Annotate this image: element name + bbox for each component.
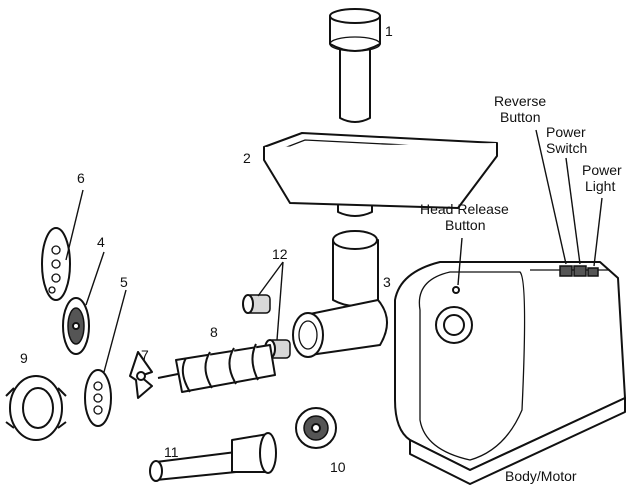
sausage-nozzle bbox=[149, 432, 277, 482]
label-body-motor: Body/Motor bbox=[505, 468, 577, 484]
label-part-5: 5 bbox=[120, 274, 128, 290]
auger-screw bbox=[157, 343, 276, 393]
coarse-cutting-plate bbox=[41, 227, 71, 301]
label-head-release-1: Head Release bbox=[420, 201, 509, 217]
label-power-switch-1: Power bbox=[546, 124, 586, 140]
food-pusher bbox=[329, 8, 381, 123]
grinder-head bbox=[292, 230, 388, 358]
label-part-6: 6 bbox=[77, 170, 85, 186]
power-switch[interactable] bbox=[573, 265, 587, 277]
label-head-release-2: Button bbox=[445, 217, 485, 233]
label-reverse-1: Reverse bbox=[494, 93, 546, 109]
label-part-12: 12 bbox=[272, 246, 288, 262]
fine-cutting-plate bbox=[62, 297, 90, 355]
label-power-switch-2: Switch bbox=[546, 140, 587, 156]
ring-nut bbox=[5, 375, 67, 441]
reverse-button[interactable] bbox=[559, 265, 573, 277]
label-reverse-2: Button bbox=[500, 109, 540, 125]
label-part-9: 9 bbox=[20, 350, 28, 366]
label-power-light-2: Light bbox=[585, 178, 615, 194]
label-power-light-1: Power bbox=[582, 162, 622, 178]
medium-cutting-plate bbox=[84, 369, 112, 427]
control-panel bbox=[559, 265, 599, 277]
label-part-2: 2 bbox=[243, 150, 251, 166]
leader-lines bbox=[65, 129, 603, 373]
motor-body bbox=[394, 261, 626, 485]
label-part-8: 8 bbox=[210, 324, 218, 340]
cutting-blade bbox=[129, 351, 153, 399]
label-part-4: 4 bbox=[97, 234, 105, 250]
feeding-tray bbox=[263, 132, 498, 217]
label-part-11: 11 bbox=[164, 444, 179, 460]
label-part-3: 3 bbox=[383, 274, 391, 290]
label-part-10: 10 bbox=[330, 459, 346, 475]
kubbe-disc bbox=[295, 407, 337, 449]
power-light bbox=[587, 267, 599, 277]
label-part-7: 7 bbox=[141, 347, 149, 363]
label-part-1: 1 bbox=[385, 23, 393, 39]
